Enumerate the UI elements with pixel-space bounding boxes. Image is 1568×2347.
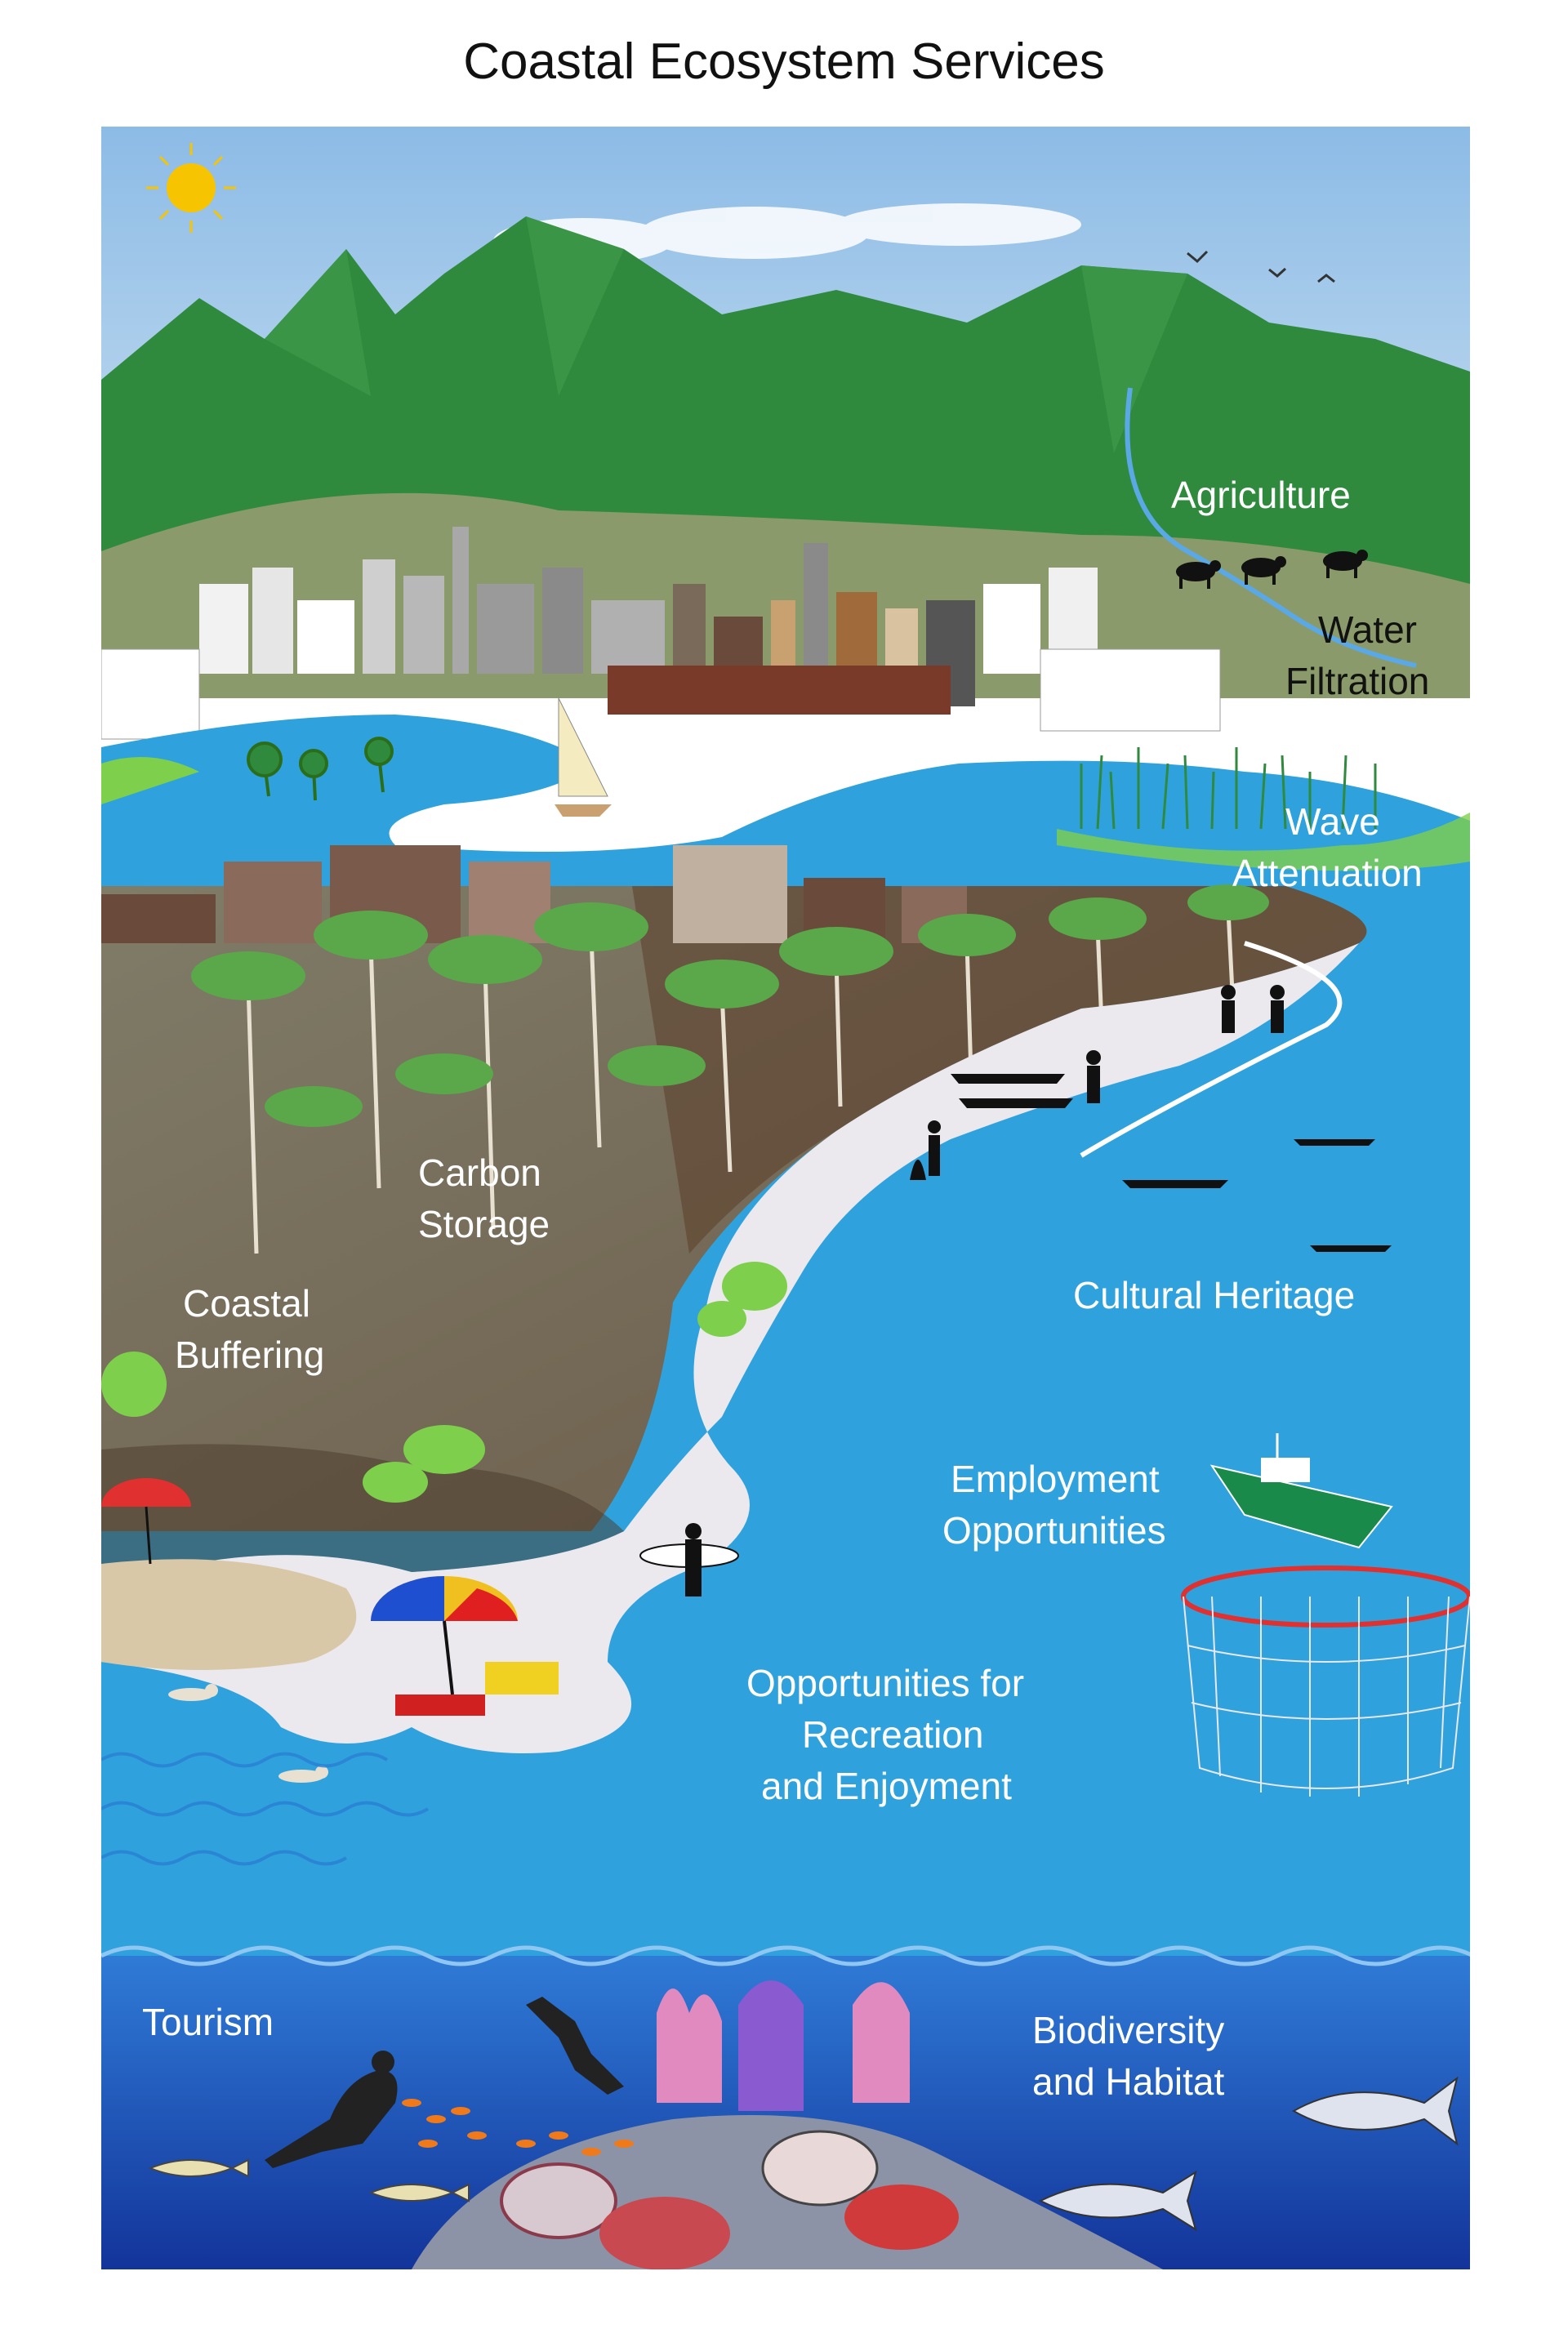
scene-illustration <box>101 127 1470 2269</box>
label-employment-line2: Opportunities <box>942 1509 1166 1552</box>
diagram-title: Coastal Ecosystem Services <box>463 33 1105 90</box>
tree-icon <box>191 884 1269 1254</box>
label-cultural-heritage: Cultural Heritage <box>1073 1274 1356 1316</box>
label-biodiversity-line1: Biodiversity <box>1032 2009 1225 2051</box>
wave-texture <box>101 1752 430 1866</box>
label-tourism: Tourism <box>142 2001 274 2043</box>
label-carbon-storage-line1: Carbon <box>418 1151 541 1194</box>
coastal-scene: Agriculture Water Filtration Wave Attenu… <box>101 127 1470 2269</box>
label-coastal-buffering-line2: Buffering <box>175 1334 325 1376</box>
label-water-filtration-line2: Filtration <box>1285 660 1430 702</box>
surfer-icon <box>639 1523 739 1597</box>
label-agriculture: Agriculture <box>1171 474 1351 516</box>
birds-icon <box>1187 250 1335 283</box>
fish-icon <box>148 2158 470 2202</box>
kayak-icon <box>951 1074 1392 1252</box>
people-silhouettes <box>910 985 1285 1180</box>
diver-icon <box>265 1997 624 2168</box>
beach-sand <box>101 943 1359 1753</box>
label-coastal-buffering-line1: Coastal <box>183 1282 310 1325</box>
swimmer-icon <box>168 1684 328 1783</box>
label-water-filtration-line1: Water <box>1318 608 1417 651</box>
fish-icon <box>402 2099 634 2156</box>
mangrove-shrubs <box>101 1262 787 1503</box>
label-employment-line1: Employment <box>951 1458 1160 1500</box>
city-skyline <box>101 527 1221 740</box>
umbrella-icon <box>101 1478 559 1716</box>
fish-icon <box>1038 2076 1459 2232</box>
label-carbon-storage-line2: Storage <box>418 1203 550 1245</box>
forest-land <box>101 886 1367 1531</box>
label-wave-attenuation-line1: Wave <box>1285 800 1380 843</box>
cow-icon <box>1176 550 1368 589</box>
label-biodiversity-line2: and Habitat <box>1032 2060 1225 2103</box>
sailboat-icon <box>555 697 612 817</box>
river <box>1125 387 1417 668</box>
label-wave-attenuation-line2: Attenuation <box>1232 852 1423 894</box>
label-recreation-line3: and Enjoyment <box>761 1765 1012 1807</box>
fishing-boat-icon <box>1209 1433 1393 1549</box>
label-recreation-line2: Recreation <box>802 1713 984 1756</box>
coral-icon <box>500 1980 959 2269</box>
marsh-grass <box>1080 747 1377 830</box>
label-recreation-line1: Opportunities for <box>746 1662 1025 1704</box>
sun-icon <box>146 143 236 233</box>
tree-icon <box>247 737 394 801</box>
fish-cage-icon <box>1181 1565 1470 1797</box>
